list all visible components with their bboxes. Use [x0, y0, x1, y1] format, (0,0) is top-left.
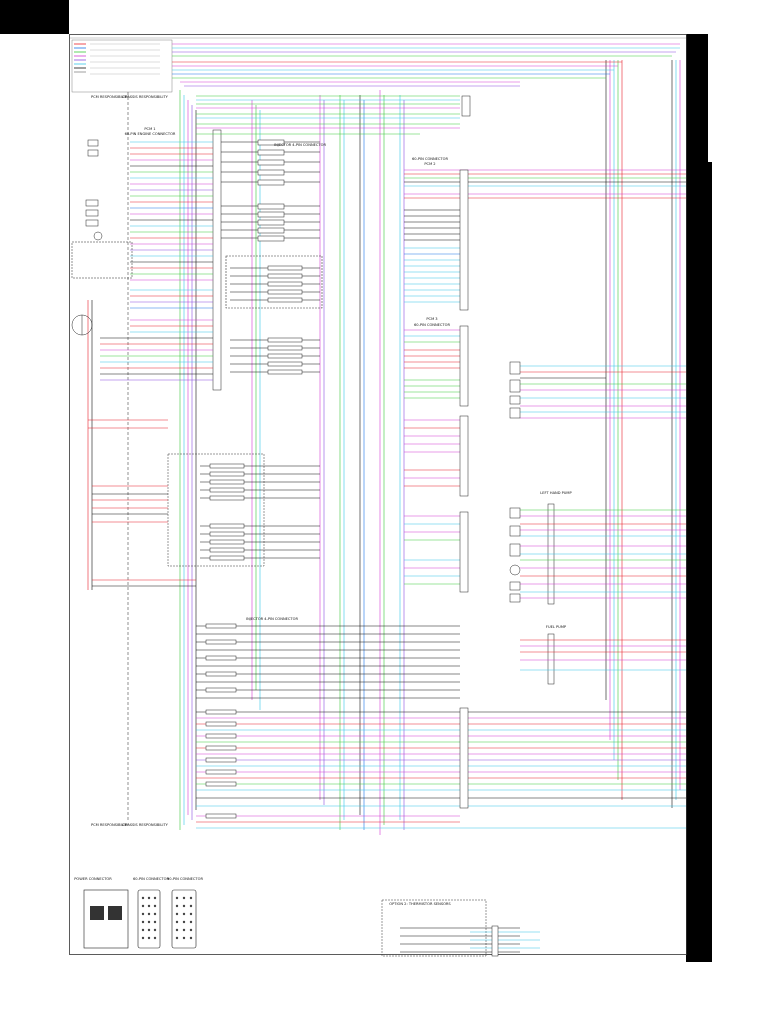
option-box-title: OPTION 2: THERMISTOR SENSORS	[389, 902, 451, 906]
power-conn-label: POWER CONNECTOR	[74, 877, 112, 881]
pcm2-conn: 60-PIN CONNECTOR	[412, 157, 448, 161]
lower-harness	[196, 711, 686, 829]
scan-edge-right-mid	[686, 162, 712, 962]
resp-a: PCM RESPONSIBILITY	[91, 95, 130, 99]
top-connector	[461, 95, 471, 117]
left-pump-symbols	[509, 507, 521, 603]
scan-edge-left	[0, 0, 69, 34]
pcm3-title: PCM 3	[426, 317, 437, 321]
fuel-pump-title: FUEL PUMP	[546, 625, 567, 629]
top-harness	[172, 43, 680, 87]
pcm3-connector-a	[459, 325, 469, 407]
lower-connectors	[205, 707, 469, 819]
pcm3-wires	[404, 329, 460, 585]
thermistor-option-box	[167, 453, 265, 567]
left-pump-wires	[520, 509, 686, 599]
fuel-pump-connector	[547, 633, 555, 685]
left-pump-title: LEFT HAND PUMP	[540, 491, 572, 495]
sensor-connectors	[267, 265, 303, 375]
scan-edge-top-right	[686, 34, 708, 162]
pcm1-conn: 60-PIN ENGINE CONNECTOR	[125, 132, 176, 136]
resp-b-bottom: CHASSIS RESPONSIBILITY	[122, 823, 169, 827]
pcm2-wires	[404, 169, 686, 303]
schematic-sheet	[69, 34, 686, 954]
pcm3-connector-b	[459, 415, 469, 497]
right-sensor-symbols	[509, 361, 521, 419]
pcm1-block: PCM 1 60-PIN ENGINE CONNECTOR	[125, 127, 222, 391]
pin-dots	[141, 896, 193, 940]
lower-injector-connectors	[205, 623, 237, 693]
left-mid-wires	[88, 419, 196, 587]
fuel-pump-wires	[520, 639, 686, 671]
legend	[71, 39, 173, 93]
resp-b: CHASSIS RESPONSIBILITY	[122, 95, 169, 99]
pcm2-connector	[459, 169, 469, 311]
thermistor-connectors	[209, 463, 245, 561]
pin60-conn-label: 60-PIN CONNECTOR	[133, 877, 169, 881]
resp-a-bottom: PCM RESPONSIBILITY	[91, 823, 130, 827]
scan-edge-left-upper	[0, 34, 69, 314]
pcm3-connector-c	[459, 511, 469, 593]
pcm1-wires	[100, 141, 213, 381]
vertical-bus	[87, 60, 681, 835]
pcm2-title: PCM 2	[424, 162, 435, 166]
right-sensor-rows	[520, 365, 686, 419]
pcm3-conn: 60-PIN CONNECTOR	[414, 323, 450, 327]
top-center-cluster	[196, 95, 460, 135]
relay-symbols	[71, 139, 133, 336]
injector2-title: INJECTOR 4-PIN CONNECTOR	[246, 617, 298, 621]
injector-connectors	[257, 139, 285, 242]
bottom-connector-views: POWER CONNECTOR 60-PIN CONNECTOR 90-PIN …	[74, 877, 203, 949]
lower-injector-rows	[196, 625, 460, 699]
bottom-option: OPTION 2: THERMISTOR SENSORS	[381, 899, 540, 957]
pin90-conn-label: 90-PIN CONNECTOR	[167, 877, 203, 881]
pcm1-title: PCM 1	[144, 127, 155, 131]
sheet-border	[69, 34, 687, 955]
injector1-title: INJECTOR 4-PIN CONNECTOR	[274, 143, 326, 147]
